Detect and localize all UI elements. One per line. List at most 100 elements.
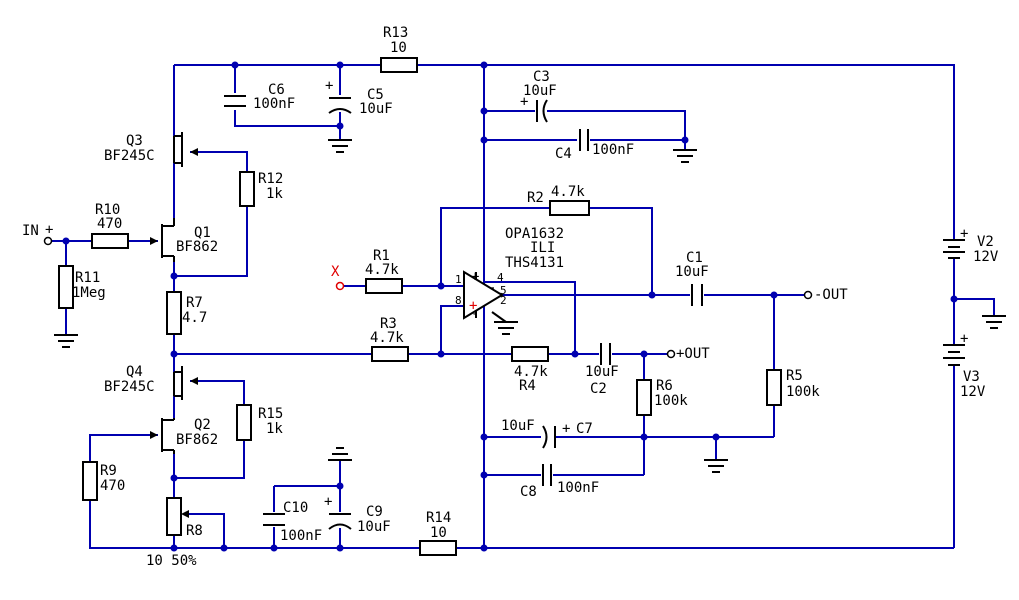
resistor-r4 [511, 346, 549, 362]
label-c7-value: 10uF [501, 418, 535, 434]
label-r6-value: 100k [654, 393, 688, 409]
out-pos-terminal[interactable] [666, 349, 676, 359]
in-terminal[interactable] [43, 236, 53, 246]
ground-supply [982, 315, 1006, 329]
label-r15-ref: R15 [258, 406, 283, 422]
ground-c7 [704, 459, 728, 473]
label-q3-ref: Q3 [126, 133, 143, 149]
capacitor-c5 [328, 97, 352, 114]
label-opamp-pin8: 8 [455, 294, 462, 307]
label-r10-ref: R10 [95, 202, 120, 218]
potentiometer-wiper-arrow [181, 510, 189, 518]
jfet-q2 [150, 418, 175, 454]
label-v3-plus: + [960, 331, 968, 347]
label-r1-ref: R1 [373, 248, 390, 264]
label-c9-ref: C9 [366, 504, 383, 520]
label-out-neg: -OUT [814, 287, 848, 303]
label-q1-ref: Q1 [194, 225, 211, 241]
label-opamp-pin5: 5 [500, 284, 507, 297]
resistor-r14 [419, 540, 457, 556]
label-r9-value: 470 [100, 478, 125, 494]
label-c3-plus: + [520, 94, 528, 110]
label-x: X [331, 264, 340, 280]
label-c5-value: 10uF [359, 101, 393, 117]
junction-dots [62, 61, 958, 552]
label-q2-ref: Q2 [194, 417, 211, 433]
label-r11-value: 1Meg [72, 285, 106, 301]
ground-c9 [328, 447, 352, 461]
out-neg-terminal[interactable] [803, 290, 813, 300]
jfet-q1 [150, 218, 175, 262]
label-r14-value: 10 [430, 525, 447, 541]
label-opamp-top-plus: + [471, 269, 479, 285]
label-r5-value: 100k [786, 384, 820, 400]
label-r6-ref: R6 [656, 378, 673, 394]
label-c5-plus: + [325, 78, 333, 94]
capacitor-c4 [579, 129, 589, 151]
label-q2-value: BF862 [176, 432, 218, 448]
resistor-r6 [636, 379, 652, 416]
label-v3-ref: V3 [963, 369, 980, 385]
label-r3-ref: R3 [380, 316, 397, 332]
resistor-r10 [91, 233, 129, 249]
label-r8-value: 10 50% [146, 553, 197, 569]
capacitor-c8 [542, 464, 552, 486]
label-opamp-pin2: 2 [500, 294, 507, 307]
label-c1-ref: C1 [686, 250, 703, 266]
label-r10-value: 470 [97, 216, 122, 232]
label-in: IN [22, 223, 39, 239]
label-c5-ref: C5 [367, 87, 384, 103]
label-r7-value: 4.7 [182, 310, 207, 326]
battery-v3 [943, 344, 965, 366]
label-r14-ref: R14 [426, 510, 451, 526]
label-r3-value: 4.7k [370, 330, 404, 346]
label-c1-value: 10uF [675, 264, 709, 280]
capacitor-c6 [224, 95, 246, 107]
label-c6-value: 100nF [253, 96, 295, 112]
x-terminal[interactable] [335, 281, 345, 291]
label-u1-line3: THS4131 [505, 255, 564, 271]
resistor-r15 [236, 404, 252, 441]
label-c7-ref: C7 [576, 421, 593, 437]
jfet-q3 [173, 132, 198, 167]
label-q1-value: BF862 [176, 239, 218, 255]
label-c3-value: 10uF [523, 83, 557, 99]
label-q4-value: BF245C [104, 379, 155, 395]
ground-r11 [54, 334, 78, 348]
resistor-r11 [58, 265, 74, 309]
label-opamp-out-minus: - [488, 280, 496, 296]
label-r11-ref: R11 [75, 270, 100, 286]
label-opamp-in-plus: + [469, 298, 477, 314]
label-r12-ref: R12 [258, 171, 283, 187]
capacitor-c9 [328, 513, 352, 530]
resistor-r2 [549, 200, 590, 216]
potentiometer-r8 [166, 497, 182, 536]
resistor-r3 [371, 346, 409, 362]
label-c8-value: 100nF [557, 480, 599, 496]
label-r4-ref: R4 [519, 378, 536, 394]
label-r1-value: 4.7k [365, 262, 399, 278]
capacitor-c7 [542, 425, 556, 449]
label-r4-value: 4.7k [514, 364, 548, 380]
label-v3-value: 12V [960, 384, 986, 400]
resistor-r12 [239, 171, 255, 207]
resistor-r13 [380, 57, 418, 73]
label-c10-ref: C10 [283, 500, 308, 516]
jfet-q4 [173, 366, 198, 400]
label-v2-value: 12V [973, 249, 999, 265]
capacitor-c3 [536, 99, 548, 123]
label-v2-ref: V2 [977, 234, 994, 250]
ground-c4 [673, 149, 697, 163]
label-u1-line1: OPA1632 [505, 226, 564, 242]
label-c8-ref: C8 [520, 484, 537, 500]
resistor-r9 [82, 461, 98, 501]
label-r2-ref: R2 [527, 190, 544, 206]
label-r5-ref: R5 [786, 368, 803, 384]
capacitor-c10 [263, 513, 285, 526]
wires [52, 64, 995, 549]
label-r13-value: 10 [390, 40, 407, 56]
label-c7-plus: + [562, 421, 570, 437]
label-r15-value: 1k [266, 421, 283, 437]
label-opamp-pin1: 1 [455, 273, 462, 286]
